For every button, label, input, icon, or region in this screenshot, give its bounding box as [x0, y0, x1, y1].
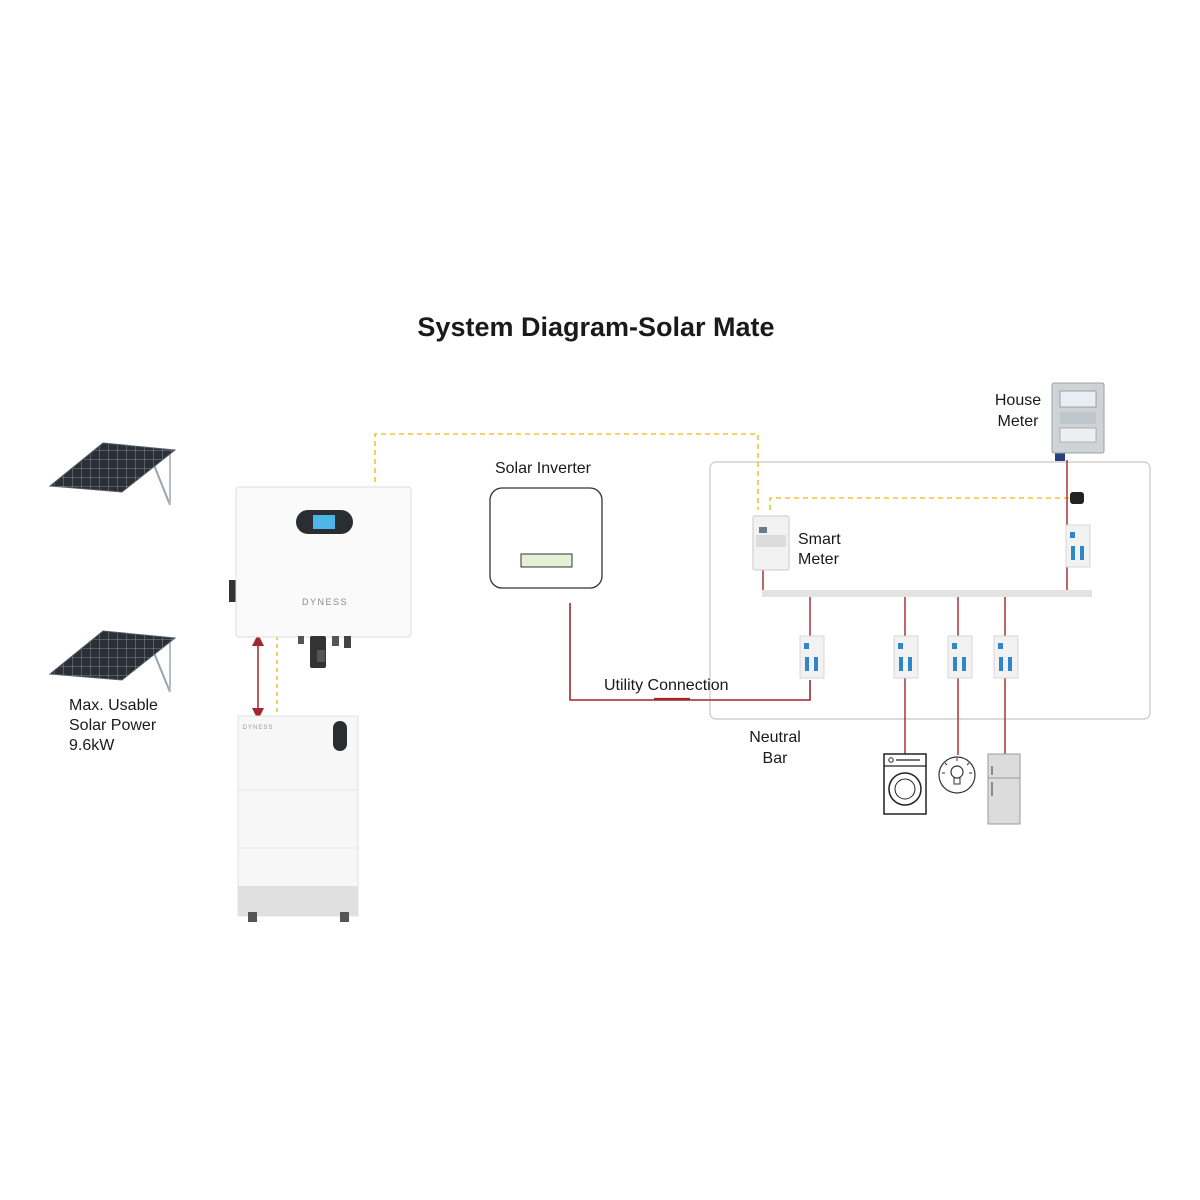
battery-brand: DYNESS — [243, 725, 274, 731]
solar-panel-icon — [48, 630, 177, 693]
smart-meter-label-line-2: Meter — [798, 551, 840, 568]
solar-power-label-line-3: 9.6kW — [69, 737, 115, 754]
house-meter-icon — [1051, 382, 1105, 461]
diagram-title: System Diagram-Solar Mate — [417, 312, 775, 342]
smart-meter-label-line-1: Smart — [798, 531, 841, 548]
neutral-bar-label-line-1: Neutral — [749, 729, 801, 746]
solar-power-label-line-2: Solar Power — [69, 717, 157, 734]
battery-stack — [237, 715, 359, 922]
hybrid-inverter-brand: DYNESS — [302, 597, 348, 607]
solar-power-label-line-1: Max. Usable — [69, 697, 158, 714]
neutral-bar-label-line-2: Bar — [763, 750, 789, 767]
distribution-panel-border — [709, 461, 1151, 720]
refrigerator-icon — [987, 753, 1021, 825]
circuit-breaker-icon — [799, 635, 825, 679]
solar-inverter-label: Solar Inverter — [495, 460, 592, 477]
ct-clamp-icon — [1070, 492, 1084, 504]
circuit-breaker-icon — [993, 635, 1019, 679]
circuit-breaker-icon — [893, 635, 919, 679]
solar-inverter-unit — [489, 487, 603, 589]
light-bulb-icon — [938, 756, 976, 794]
house-meter-label-line-2: Meter — [998, 413, 1040, 430]
comm-line-ct-clamp — [769, 497, 1075, 510]
circuit-breaker-icon — [947, 635, 973, 679]
utility-connection-label: Utility Connection — [604, 677, 729, 694]
circuit-breaker-icon — [1065, 524, 1091, 568]
comm-line-inverter-meter — [374, 433, 759, 510]
solar-panel-icon — [48, 442, 177, 506]
washing-machine-icon — [883, 753, 927, 815]
neutral-bus-bar — [762, 590, 1092, 597]
house-meter-label-line-1: House — [995, 392, 1041, 409]
smart-meter-icon — [752, 515, 790, 571]
hybrid-inverter — [229, 486, 412, 668]
